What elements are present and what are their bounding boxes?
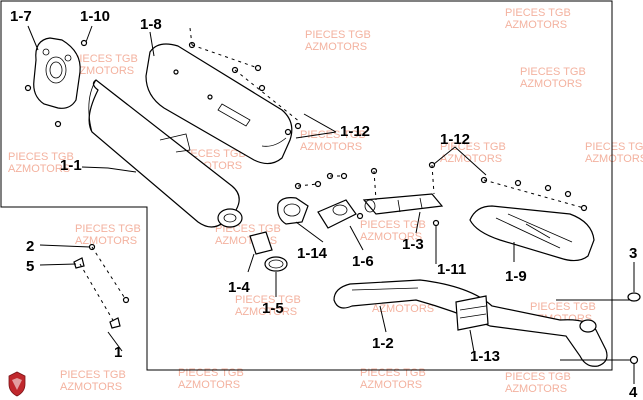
part-clamp — [277, 172, 364, 229]
label-5: 5 — [26, 258, 34, 275]
part-gasket — [249, 231, 288, 272]
leader-lines — [27, 25, 635, 384]
watermark-text: AZMOTORS — [360, 231, 422, 243]
watermark-text: PIECES TGB — [305, 29, 371, 41]
brand-logo-icon — [8, 371, 26, 397]
watermark-text: AZMOTORS — [75, 235, 137, 247]
assembly-frame — [0, 0, 613, 371]
label-1-4: 1-4 — [228, 279, 250, 296]
watermark-text: AZMOTORS — [305, 41, 367, 53]
watermark-text: PIECES TGB — [8, 151, 74, 163]
watermark-text: PIECES TGB — [505, 371, 571, 383]
watermark-text: AZMOTORS — [178, 379, 240, 391]
watermark-text: PIECES TGB — [235, 294, 301, 306]
watermark-text: AZMOTORS — [72, 65, 134, 77]
watermark-text: PIECES TGB — [300, 129, 366, 141]
watermark-text: AZMOTORS — [505, 383, 567, 395]
part-front-shield — [469, 176, 595, 262]
label-1-10: 1-10 — [80, 8, 110, 25]
part-heat-shield — [145, 27, 302, 165]
watermark-text: PIECES TGB — [440, 141, 506, 153]
label-1-1: 1-1 — [60, 157, 82, 174]
watermark-text: PIECES TGB — [360, 219, 426, 231]
label-2: 2 — [26, 238, 34, 255]
label-1-2: 1-2 — [372, 335, 394, 352]
watermark-text: AZMOTORS — [360, 379, 422, 391]
watermark-text: PIECES TGB — [178, 367, 244, 379]
watermark-text: PIECES TGB — [505, 7, 571, 19]
watermark-text: PIECES TGB — [520, 66, 586, 78]
label-1-12-right: 1-12 — [440, 131, 470, 148]
label-1-7: 1-7 — [10, 8, 32, 25]
watermark-text: PIECES TGB — [530, 301, 596, 313]
watermark-layer: PIECES TGB AZMOTORS PIECES TGB AZMOTORS … — [8, 7, 643, 395]
part-bolts — [73, 243, 130, 329]
label-3: 3 — [629, 245, 637, 262]
watermark-text: AZMOTORS — [235, 306, 297, 318]
watermark-text: AZMOTORS — [585, 153, 643, 165]
label-1-5: 1-5 — [262, 300, 284, 317]
watermark-text: PIECES TGB — [75, 223, 141, 235]
watermark-text: PIECES TGB — [72, 53, 138, 65]
part-bracket-pipe — [362, 161, 444, 227]
label-1-6: 1-6 — [352, 253, 374, 270]
label-1-12-top: 1-12 — [340, 123, 370, 140]
label-1-3: 1-3 — [402, 236, 424, 253]
watermark-text: AZMOTORS — [440, 153, 502, 165]
watermark-text: PIECES TGB — [360, 367, 426, 379]
label-1-9: 1-9 — [505, 268, 527, 285]
watermark-text: AZMOTORS — [505, 19, 567, 31]
watermark-text: PIECES TGB — [585, 141, 643, 153]
label-1-11: 1-11 — [437, 261, 466, 278]
watermark-text: AZMOTORS — [300, 141, 362, 153]
part-end-cap — [24, 37, 88, 128]
label-1-8: 1-8 — [140, 16, 162, 33]
part-labels: 1-7 1-10 1-8 1-12 1-12 1-1 1-14 1-6 1-3 … — [10, 8, 638, 400]
label-4: 4 — [629, 384, 638, 400]
watermark-text: PIECES TGB — [180, 148, 246, 160]
watermark-text: AZMOTORS — [520, 78, 582, 90]
label-1-13: 1-13 — [470, 348, 500, 365]
label-1: 1 — [114, 344, 122, 361]
part-small-fittings — [627, 292, 641, 365]
label-1-14: 1-14 — [297, 245, 328, 262]
watermark-text: AZMOTORS — [372, 303, 434, 315]
watermark-text: AZMOTORS — [8, 163, 70, 175]
watermark-text: AZMOTORS — [60, 381, 122, 393]
watermark-text: PIECES TGB — [60, 369, 126, 381]
part-muffler — [88, 79, 243, 228]
